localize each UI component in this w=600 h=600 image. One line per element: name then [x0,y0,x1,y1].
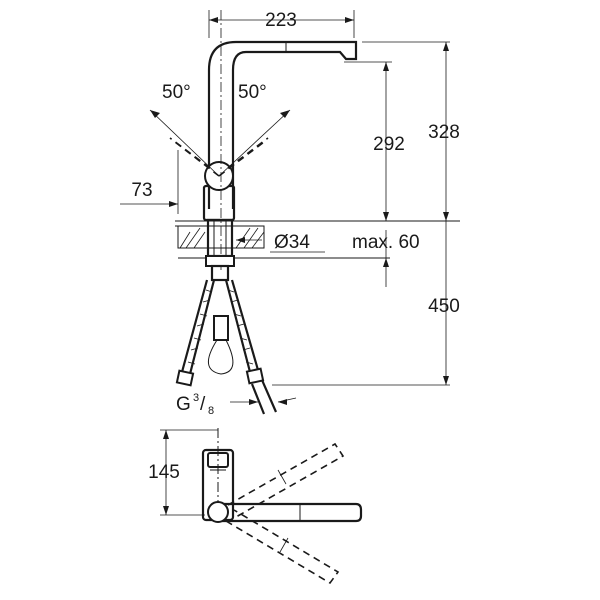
plan-swing-down-mark [279,537,289,553]
arrow-thread-l [249,399,258,405]
arrow-223-l [209,17,218,23]
dimension-lines: 223 328 292 50° 50° 73 Ø34 max. 60 [120,10,460,417]
dim-angle-right: 50° [238,82,267,103]
plan-pivot [207,501,229,523]
arrow-450-b [443,376,449,385]
dim-spout-height: 292 [373,134,405,155]
outlet-pipe [250,379,278,415]
hose-left [180,279,209,373]
lock-nut [205,255,235,267]
faucet-side-view [169,10,460,415]
faucet-plan-view: 145 [148,428,363,585]
hose-fitting-left [175,369,195,387]
dim-thread-prefix: G [176,394,191,415]
dim-spout-reach: 223 [265,10,297,31]
dim-thread-num: 3 [193,392,199,404]
dim-handle-offset: 73 [131,180,152,201]
arrow-145-t [163,430,169,439]
flex-hoses [175,279,278,415]
hose-right-b [230,279,260,371]
angle-ref-right [218,109,291,177]
spout-outline [207,40,358,209]
hose-left-b [188,279,216,375]
pullout-weight [213,315,229,341]
dim-hose-length: 450 [428,296,460,317]
pullout-hose-loop [208,339,234,375]
deck-section [177,225,265,249]
hose-braid-left [187,289,213,365]
arrow-292-t [383,62,389,71]
angle-ref-left [149,109,220,177]
arrow-thread-r [278,399,287,405]
threaded-stud [210,264,230,282]
plan-swing-up-mark [277,469,287,485]
dim-thread-slash: / [200,394,206,415]
arrow-73 [169,201,178,207]
mounting-shank [206,218,234,258]
arrow-328-b [443,212,449,221]
hose-braid-right [227,289,254,365]
handle-swing-right [218,141,265,177]
arrow-292-b [383,212,389,221]
handle-swing-left-2 [169,137,211,169]
arrow-60-b [383,258,389,267]
arrow-328-t [443,42,449,51]
arrow-223-r [345,17,354,23]
plan-swing-up [227,442,345,518]
dim-angle-left: 50° [162,82,191,103]
dim-hole-diameter: Ø34 [274,232,310,253]
plan-spout [218,502,363,523]
deck-hatching [179,227,265,249]
hose-fitting-right [245,367,265,385]
dim-thread-den: 8 [208,405,214,417]
arrow-angle-r [280,110,290,118]
arrow-34 [236,237,245,243]
handle-swing-right-2 [227,137,269,169]
dim-total-height: 328 [428,122,460,143]
arrow-angle-l [150,110,160,118]
arrow-145-b [163,506,169,515]
dim-deck-thickness: max. 60 [352,232,420,253]
dim-plan-depth: 145 [148,462,180,483]
